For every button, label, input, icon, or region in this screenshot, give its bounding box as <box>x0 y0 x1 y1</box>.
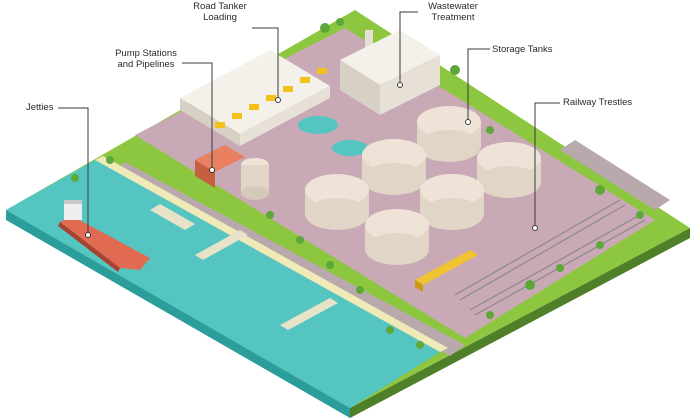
wastewater-plant <box>340 30 440 115</box>
trees <box>71 18 644 349</box>
side-road <box>560 140 670 210</box>
leader-railway <box>534 102 560 228</box>
label-storage-tanks: Storage Tanks <box>492 44 553 55</box>
leader-dots <box>85 82 538 238</box>
treatment-pool-1 <box>298 116 338 134</box>
leader-wastewater <box>399 11 418 85</box>
label-pump-stations: Pump Stations and Pipelines <box>115 48 177 70</box>
leader-lines <box>58 11 560 235</box>
jetty-2 <box>195 230 248 260</box>
jetty-1 <box>150 204 195 230</box>
water-side <box>6 210 350 418</box>
storage-tanks <box>305 106 541 265</box>
treatment-pool-2 <box>332 140 368 156</box>
jetty-3 <box>280 298 338 330</box>
leader-pump-stations <box>182 62 213 170</box>
water <box>6 160 440 408</box>
leader-jetties <box>58 107 89 235</box>
label-jetties: Jetties <box>26 102 54 113</box>
leader-storage-tanks <box>467 48 490 122</box>
tanker-ship <box>58 200 150 272</box>
tanker-trucks <box>215 68 327 128</box>
label-railway-trestles: Railway Trestles <box>563 97 633 108</box>
label-wastewater-treatment: Wastewater Treatment <box>428 1 478 23</box>
ground-side-right <box>350 228 690 418</box>
shoreline <box>95 156 448 352</box>
train <box>415 250 478 292</box>
pump-station <box>195 145 269 200</box>
label-road-tanker-loading: Road Tanker Loading <box>193 1 247 23</box>
warehouse <box>180 50 330 146</box>
leader-road-tanker <box>252 27 279 100</box>
